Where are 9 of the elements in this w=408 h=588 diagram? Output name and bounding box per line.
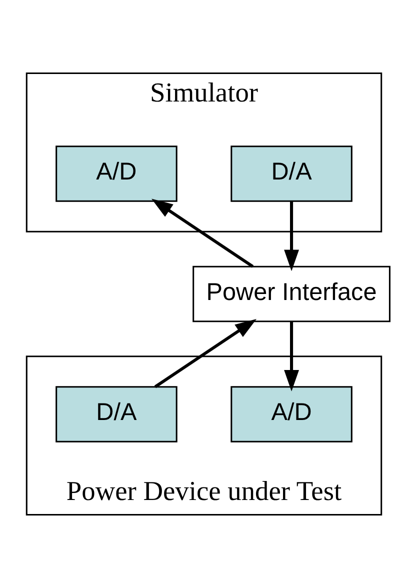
arrow — [154, 318, 257, 388]
node-box: D/A — [56, 386, 178, 442]
arrow — [284, 201, 299, 272]
node-box: A/D — [230, 386, 352, 442]
arrow — [284, 322, 299, 392]
node-box: D/A — [230, 146, 352, 202]
node-box: A/D — [56, 146, 178, 202]
arrow — [151, 198, 254, 268]
node-box: Power Interface — [192, 266, 390, 322]
